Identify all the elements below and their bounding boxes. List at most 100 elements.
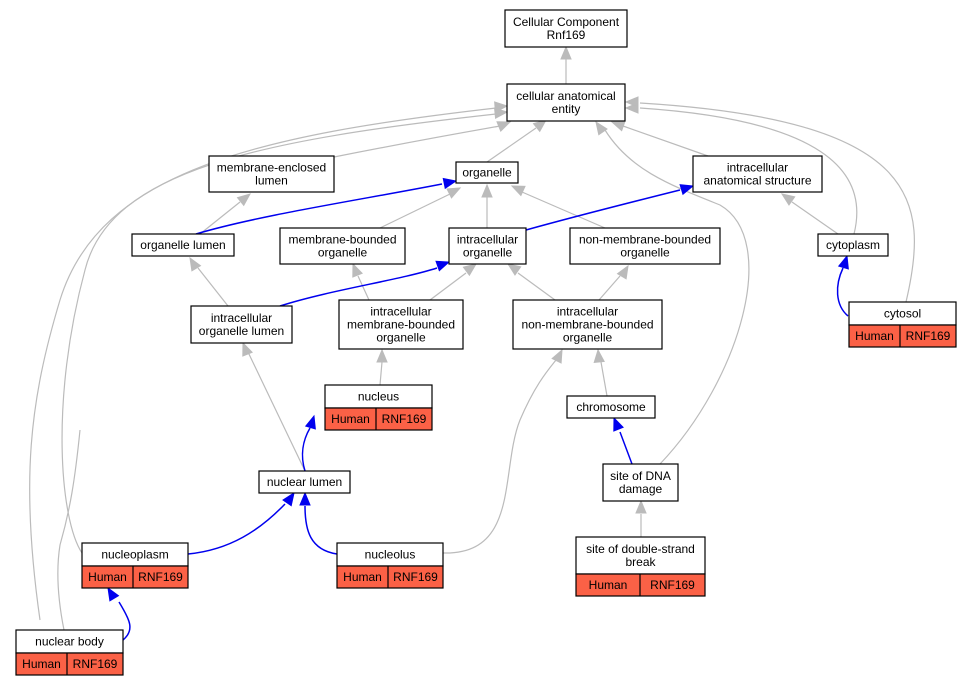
edge-line: [429, 272, 467, 301]
node-label: site of DNA: [610, 469, 671, 483]
node-label: organelle lumen: [199, 324, 284, 338]
node-label: membrane-bounded: [288, 233, 396, 247]
node-label: intracellular: [557, 305, 618, 319]
node-chromosome[interactable]: chromosome: [566, 395, 656, 419]
edge-line: [791, 201, 839, 235]
node-label: organelle: [318, 246, 368, 260]
node-label: intracellular: [457, 233, 518, 247]
arrowhead-icon: [462, 263, 478, 277]
annotation-bar: [336, 565, 444, 589]
arrowhead-icon: [613, 416, 624, 432]
edge-orglumen-organelle: [195, 177, 458, 235]
edge-cae-mel: [333, 121, 512, 158]
node-cytoplasm[interactable]: cytoplasm: [817, 233, 889, 257]
node-label: organelle: [376, 331, 426, 345]
edge-nucleus-nuclumen: [301, 414, 316, 472]
annotation-dsb: Human RNF169: [575, 573, 706, 597]
edge-cytoplasm-cytosol: [836, 254, 849, 317]
node-label: site of double-strand: [586, 542, 695, 556]
edge-io-imbo: [429, 263, 478, 301]
arrowhead-icon: [493, 107, 509, 119]
edge-ias-cytoplasm: [780, 193, 839, 235]
edge-line: [301, 427, 311, 472]
node-label: Cellular Component: [513, 15, 620, 29]
edge-iol-nuclumen: [242, 341, 306, 472]
node-box: [504, 9, 628, 48]
annotation-cytosol: Human RNF169: [848, 324, 957, 348]
edge-cae-organelle: [486, 119, 548, 163]
node-inmbo[interactable]: intracellularnon-membrane-boundedorganel…: [512, 299, 663, 350]
edge-line: [486, 127, 537, 163]
species-label: Human: [343, 570, 382, 584]
arrowhead-icon: [481, 183, 493, 198]
edge-nuclumen-nucleolus: [299, 491, 338, 555]
edge-line: [357, 275, 370, 301]
node-nuclumen[interactable]: nuclear lumen: [258, 470, 351, 494]
node-label: organelle: [563, 331, 613, 345]
node-organelle[interactable]: organelle: [455, 161, 519, 184]
edge-root-cae: [560, 45, 572, 84]
node-orglumen[interactable]: organelle lumen: [131, 233, 235, 257]
arrowhead-icon: [282, 491, 295, 507]
annotation-nucbody: Human RNF169: [15, 652, 124, 676]
edge-nmbo-inmbo: [598, 264, 629, 301]
node-box: [575, 536, 706, 575]
species-label: Human: [331, 412, 370, 426]
edge-chromosome-dnadamage: [613, 416, 633, 465]
edge-line: [600, 361, 608, 397]
arrowhead-icon: [624, 96, 639, 108]
arrowhead-icon: [635, 499, 647, 514]
arrowhead-icon: [593, 348, 605, 364]
gene-label: RNF169: [382, 412, 427, 426]
gene-label: RNF169: [73, 657, 118, 671]
arrowhead-icon: [496, 121, 512, 132]
arrowhead-icon: [506, 263, 522, 276]
edge-mbo-imbo: [352, 262, 370, 301]
node-box: [455, 161, 519, 184]
edge-line: [333, 125, 501, 158]
node-label: intracellular: [370, 305, 431, 319]
node-box: [208, 155, 335, 193]
node-box: [692, 155, 823, 193]
edge-line: [379, 361, 383, 386]
gene-label: RNF169: [650, 578, 695, 592]
edges: [29, 45, 915, 641]
edge-line: [379, 193, 451, 229]
edge-cae-nucbody: [57, 429, 81, 631]
edge-cae-ias: [610, 120, 709, 157]
edge-dnadamage-dsb: [635, 499, 647, 537]
edge-nucleoplasm-nucbody: [107, 586, 131, 641]
node-label: organelle lumen: [140, 238, 225, 252]
species-label: Human: [589, 578, 628, 592]
arrowhead-icon: [236, 193, 252, 207]
arrowhead-icon: [595, 120, 608, 136]
node-label: anatomical structure: [703, 174, 811, 188]
species-label: Human: [855, 329, 894, 343]
node-label: damage: [619, 482, 663, 496]
species-label: Human: [22, 657, 61, 671]
node-box: [506, 83, 626, 122]
gene-label: RNF169: [906, 329, 951, 343]
arrowhead-icon: [304, 414, 316, 430]
arrowhead-icon: [376, 348, 388, 363]
edge-cae-dnadamage: [595, 120, 750, 465]
node-label: break: [625, 555, 656, 569]
